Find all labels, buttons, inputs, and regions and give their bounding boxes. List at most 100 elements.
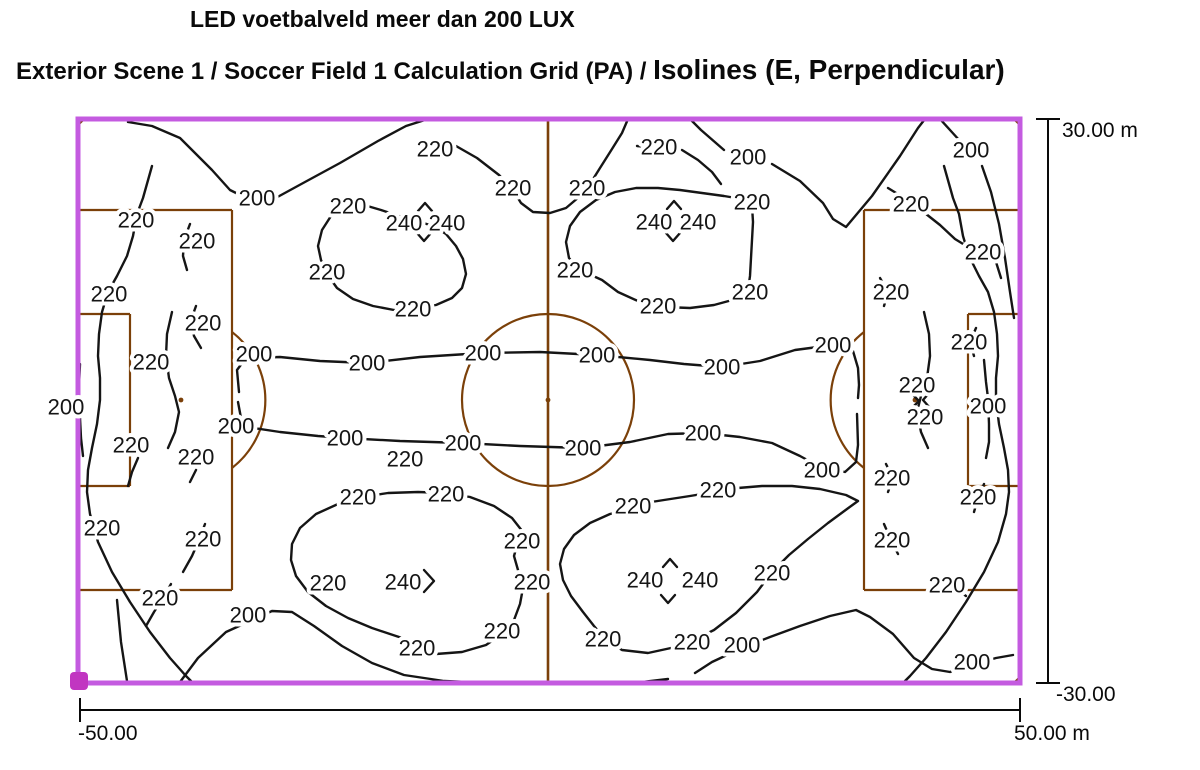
isoline-220 <box>564 186 755 310</box>
isoline-label: 220 <box>557 258 594 283</box>
isoline-220 <box>394 450 419 470</box>
isoline-label: 220 <box>873 280 910 305</box>
isoline-label: 220 <box>965 240 1002 265</box>
isoline-240 <box>422 568 436 594</box>
isoline-200 <box>270 117 430 202</box>
isoline-label: 220 <box>133 350 170 375</box>
isoline-220 <box>144 582 173 628</box>
isoline-label: 240 <box>385 570 422 595</box>
isoline-240 <box>415 231 433 243</box>
isoline-label: 220 <box>874 528 911 553</box>
selection-handle[interactable] <box>70 672 88 690</box>
isoline-220 <box>956 588 968 598</box>
isoline-label: 220 <box>495 176 532 201</box>
isoline-label: 220 <box>907 405 944 430</box>
isoline-label: 220 <box>340 485 377 510</box>
isoline-220 <box>884 462 895 494</box>
isoline-label: 220 <box>514 570 551 595</box>
isoline-label: 200 <box>565 436 602 461</box>
isoline-200 <box>770 117 927 229</box>
isoline-label: 220 <box>310 571 347 596</box>
isoline-label: 220 <box>417 137 454 162</box>
isoline-label: 200 <box>48 395 85 420</box>
isoline-label: 220 <box>330 194 367 219</box>
isoline-label: 200 <box>954 650 991 675</box>
page-title: LED voetbalveld meer dan 200 LUX <box>190 6 575 32</box>
isoline-240 <box>661 557 679 569</box>
isoline-label: 220 <box>185 527 222 552</box>
isoline-220 <box>181 222 192 272</box>
isoline-label: 200 <box>815 333 852 358</box>
isoline-label: 220 <box>179 229 216 254</box>
isoline-label: 220 <box>641 135 678 160</box>
isoline-label: 220 <box>395 297 432 322</box>
isoline-220 <box>181 522 207 574</box>
isoline-label: 220 <box>428 482 465 507</box>
isoline-label: 200 <box>445 431 482 456</box>
isoline-240 <box>665 199 683 211</box>
isoline-label: 220 <box>640 294 677 319</box>
isoline-label: 200 <box>230 603 267 628</box>
field-spot <box>545 397 551 403</box>
isoline-220 <box>915 310 932 450</box>
isoline-label: 220 <box>399 636 436 661</box>
isoline-label: 200 <box>236 342 273 367</box>
isoline-240 <box>664 231 682 243</box>
isoline-label: 200 <box>239 186 276 211</box>
isoline-200 <box>235 343 861 400</box>
isoline-label: 200 <box>804 458 841 483</box>
isoline-220 <box>910 392 921 410</box>
isoline-240 <box>659 593 677 605</box>
isoline-220 <box>126 456 140 488</box>
isoline-label: 220 <box>951 330 988 355</box>
isoline-label: 200 <box>970 394 1007 419</box>
isoline-220 <box>878 276 890 308</box>
subtitle-scene-path: Exterior Scene 1 / Soccer Field 1 Calcul… <box>16 58 654 85</box>
isoline-label: 200 <box>704 355 741 380</box>
subtitle-isolines: Isolines (E, Perpendicular) <box>653 54 1005 85</box>
isoline-label: 240 <box>429 211 466 236</box>
axis-label-top: 30.00 m <box>1062 119 1138 142</box>
isoline-label: 200 <box>685 421 722 446</box>
isoline-label: 200 <box>349 351 386 376</box>
isoline-200 <box>693 608 1015 675</box>
isoline-200 <box>980 164 1016 320</box>
isoline-label: 220 <box>899 373 936 398</box>
isoline-label: 220 <box>732 280 769 305</box>
isoline-220 <box>994 260 1003 280</box>
isoline-label: 220 <box>178 445 215 470</box>
isoline-200 <box>938 117 962 143</box>
field-arc <box>829 331 865 469</box>
isoline-220 <box>921 390 932 410</box>
isoline-label: 220 <box>734 190 771 215</box>
isoline-label: 200 <box>465 341 502 366</box>
isoline-200 <box>982 358 991 460</box>
isoline-label: 240 <box>627 568 664 593</box>
isoline-label: 200 <box>953 138 990 163</box>
isoline-label: 240 <box>680 210 717 235</box>
axis-label-right: 50.00 m <box>1014 722 1090 745</box>
isoline-220 <box>558 484 860 655</box>
isoline-200 <box>115 598 129 683</box>
isoline-label: 220 <box>387 447 424 472</box>
isoline-label: 220 <box>484 619 521 644</box>
isoline-200 <box>688 117 726 152</box>
isoline-label: 240 <box>682 568 719 593</box>
isoline-label: 240 <box>636 210 673 235</box>
isoline-220 <box>886 186 970 249</box>
isoline-label: 220 <box>700 478 737 503</box>
isoline-label: 220 <box>960 485 997 510</box>
isoline-220 <box>289 490 525 656</box>
isoline-220 <box>316 202 468 312</box>
isoline-label: 220 <box>615 494 652 519</box>
isoline-label: 200 <box>218 414 255 439</box>
isoline-220 <box>968 326 978 358</box>
isoline-240 <box>416 201 434 213</box>
calc-area-border <box>75 116 1023 686</box>
isoline-label: 220 <box>91 282 128 307</box>
isoline-label: 220 <box>504 529 541 554</box>
isoline-220 <box>454 117 630 215</box>
isoline-220 <box>680 148 723 186</box>
isoline-label: 200 <box>327 426 364 451</box>
